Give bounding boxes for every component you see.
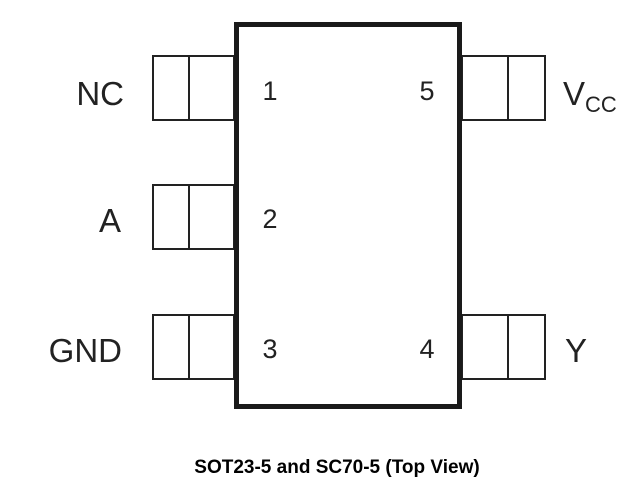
pin-1	[152, 55, 235, 121]
pin-name-nc: NC	[76, 75, 124, 112]
pin-name-a: A	[99, 202, 121, 239]
pin-number-2: 2	[262, 204, 277, 234]
pin-number-3: 3	[262, 334, 277, 364]
pin-name-y: Y	[565, 332, 587, 369]
pin-3	[152, 314, 235, 380]
pin-number-5: 5	[419, 76, 434, 106]
pin-number-1: 1	[262, 76, 277, 106]
pin-name-vcc-sub: CC	[585, 92, 617, 117]
pin-name-vcc-main: V	[563, 75, 585, 112]
pin-name-gnd: GND	[49, 332, 122, 369]
pin-name-vcc: VCC	[563, 75, 617, 117]
diagram-caption: SOT23-5 and SC70-5 (Top View)	[194, 457, 479, 478]
package-body	[234, 22, 462, 409]
pin-number-4: 4	[419, 334, 434, 364]
pin-5	[461, 55, 546, 121]
pin-2	[152, 184, 235, 250]
pin-4	[461, 314, 546, 380]
